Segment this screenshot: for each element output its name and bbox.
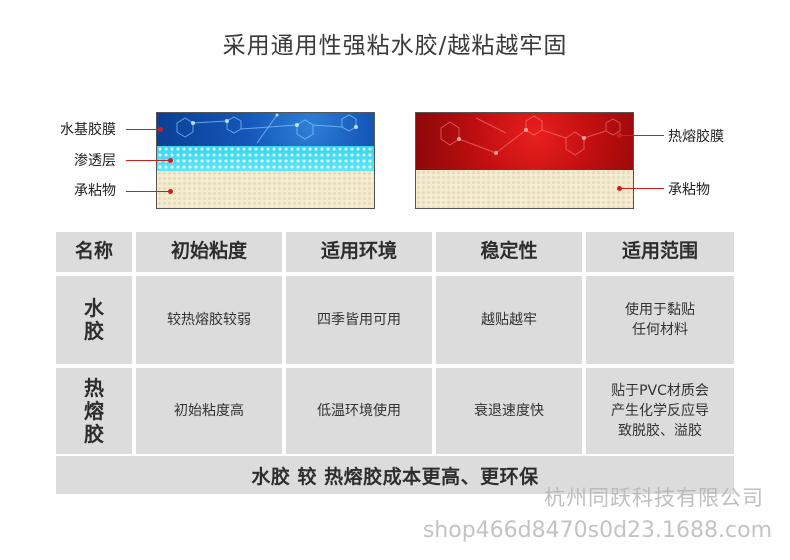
water-glue-diagram: [156, 112, 375, 209]
penetration-layer: [157, 146, 374, 171]
callout-line: [126, 191, 171, 192]
hotmelt-film-layer: [416, 113, 633, 170]
comparison-table: 名称 初始粘度 适用环境 稳定性 适用范围 水 胶 较热熔胶较弱 四季皆用可用 …: [56, 229, 734, 495]
table-cell: 越贴越牢: [436, 276, 582, 364]
table-header-cell: 适用范围: [586, 232, 734, 272]
callout-dot: [617, 186, 622, 191]
hotmelt-film-label: 热熔胶膜: [668, 129, 724, 145]
water-film-label: 水基胶膜: [60, 122, 116, 138]
page-title: 采用通用性强粘水胶/越粘越牢固: [222, 33, 568, 59]
callout-line: [620, 188, 664, 189]
table-header-cell: 稳定性: [436, 232, 582, 272]
table-header-cell: 适用环境: [286, 232, 432, 272]
callout-dot: [168, 158, 173, 163]
table-header-cell: 初始粘度: [136, 232, 282, 272]
substrate-layer: [416, 170, 633, 208]
table-cell: 四季皆用可用: [286, 276, 432, 364]
table-header-cell: 名称: [56, 232, 132, 272]
row-name-water-glue: 水 胶: [56, 276, 132, 364]
row-name-char: 水: [84, 296, 104, 320]
table-cell: 较热熔胶较弱: [136, 276, 282, 364]
table-cell: 初始粘度高: [136, 368, 282, 454]
row-name-char: 热: [84, 375, 104, 400]
penetration-label: 渗透层: [74, 153, 116, 169]
molecule-pattern-icon: [440, 115, 621, 156]
substrate-label-left: 承粘物: [74, 183, 116, 199]
table-footer-note: 水胶 较 热熔胶成本更高、更环保: [56, 456, 734, 494]
row-name-char: 熔: [84, 398, 104, 423]
substrate-label-right: 承粘物: [668, 182, 710, 198]
table-cell: 低温环境使用: [286, 368, 432, 454]
callout-line: [126, 129, 161, 130]
callout-dot: [617, 133, 622, 138]
hotmelt-glue-diagram: [415, 112, 634, 209]
molecule-pattern-icon: [176, 113, 358, 144]
table-cell: 贴于PVC材质会 产生化学反应导 致脱胶、溢胶: [586, 368, 734, 454]
callout-line: [126, 160, 171, 161]
substrate-layer: [157, 171, 374, 208]
callout-dot: [168, 189, 173, 194]
shop-url-watermark: shop466d8470s0d23.1688.com: [422, 518, 772, 543]
callout-dot: [158, 127, 163, 132]
table-cell: 使用于黏贴 任何材料: [586, 276, 734, 364]
row-name-char: 胶: [84, 319, 104, 343]
row-name-hotmelt-glue: 热 熔 胶: [56, 368, 132, 454]
company-watermark: 杭州同跃科技有限公司: [544, 486, 764, 510]
callout-line: [620, 135, 664, 136]
row-name-char: 胶: [84, 421, 104, 446]
table-cell: 衰退速度快: [436, 368, 582, 454]
